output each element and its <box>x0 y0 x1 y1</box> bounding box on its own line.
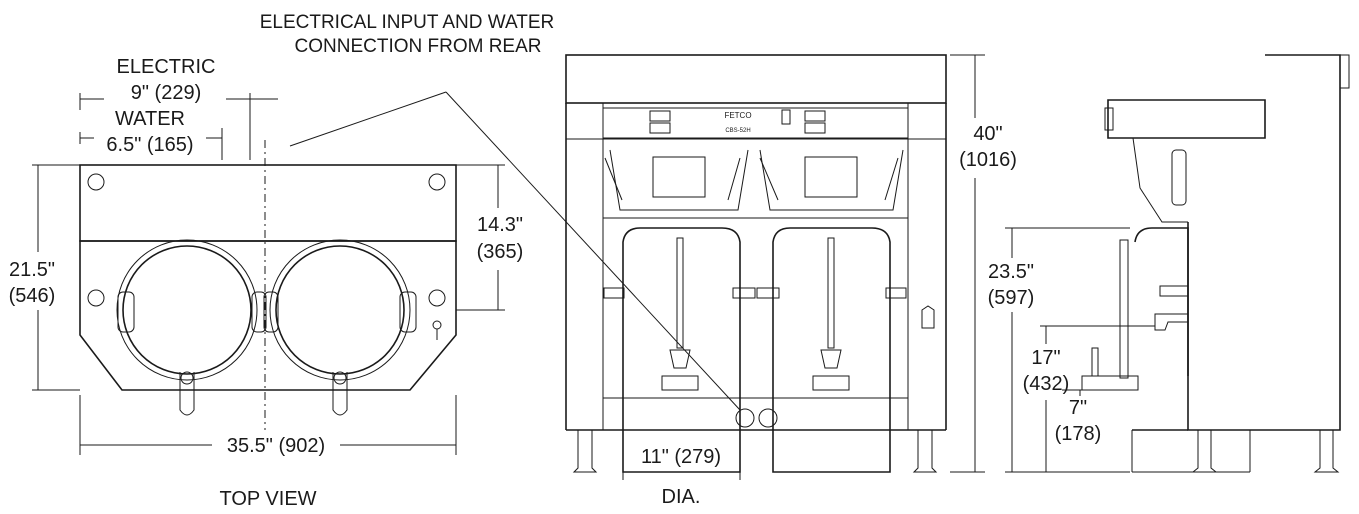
conn-dimension-mm: (365) <box>477 241 524 263</box>
faucet-left-front <box>669 349 691 369</box>
water-label: WATER <box>115 108 185 130</box>
brew-basket-left-handles <box>604 157 741 201</box>
panel-button-3 <box>804 110 826 122</box>
switch-knob <box>432 320 442 330</box>
side-top-cap <box>1339 54 1350 89</box>
panel-model: CBS-52H <box>725 128 750 134</box>
panel-button-2 <box>649 122 671 134</box>
side-dispenser <box>1134 227 1189 376</box>
clip-3 <box>756 287 780 299</box>
clip-1 <box>603 287 625 299</box>
leg-front-right <box>912 430 938 473</box>
width-dimension: 35.5" (902) <box>227 435 325 457</box>
faucet-left-knob <box>180 371 194 385</box>
front-top-housing <box>565 54 947 104</box>
handle-right-1 <box>263 291 279 333</box>
side-leg-rear <box>1313 430 1340 473</box>
h3-dimension-mm: (178) <box>1055 423 1102 445</box>
front-view: FETCO CBS-52H <box>565 54 985 480</box>
rear-port-1 <box>735 408 755 428</box>
side-faucet <box>1154 313 1189 331</box>
dispenser-right-top <box>275 245 405 375</box>
faucet-right-top <box>332 372 348 416</box>
side-sight-gauge <box>1119 239 1129 379</box>
dispenser-right-rim <box>269 239 411 381</box>
dispenser-left-front <box>622 227 741 473</box>
side-brew-basket <box>1132 137 1188 223</box>
electrical-input-label-1: ELECTRICAL INPUT AND WATER <box>260 12 555 33</box>
side-leg-front <box>1191 430 1218 473</box>
faucet-left-handle <box>661 375 699 391</box>
dispenser-right-front <box>772 227 891 473</box>
power-switch <box>781 109 791 125</box>
h1-dimension-mm: (597) <box>988 287 1035 309</box>
h2-dimension-in: 17" <box>1031 347 1060 369</box>
top-view-title: TOP VIEW <box>219 488 316 510</box>
height-dimension-mm: (1016) <box>959 149 1017 171</box>
top-view-hole-3 <box>87 289 105 307</box>
electric-dimension: 9" (229) <box>131 82 201 104</box>
dispenser-left-rim <box>116 239 258 381</box>
brew-basket-left-window <box>652 156 706 198</box>
top-view <box>32 91 741 455</box>
faucet-left-top <box>179 372 195 416</box>
side-body <box>1187 54 1341 431</box>
clip-4 <box>885 287 907 299</box>
brew-basket-right-handles <box>759 157 899 201</box>
electric-label: ELECTRIC <box>117 56 216 78</box>
handle-left-2 <box>251 291 267 333</box>
brew-basket-right <box>759 149 904 211</box>
faucet-right-handle <box>812 375 850 391</box>
sight-gauge-left <box>676 237 684 349</box>
brew-basket-right-window <box>804 156 858 198</box>
side-faucet-handle <box>1081 375 1139 391</box>
panel-brand: FETCO <box>724 111 751 120</box>
side-view <box>1005 54 1350 473</box>
height-dimension-in: 40" <box>973 123 1002 145</box>
side-panel-knob <box>1104 107 1114 131</box>
faucet-right-knob <box>333 371 347 385</box>
depth-dimension-mm: (546) <box>9 285 56 307</box>
panel-button-1 <box>649 110 671 122</box>
depth-dimension-in: 21.5" <box>9 259 55 281</box>
water-dimension: 6.5" (165) <box>106 134 193 156</box>
side-faucet-lever <box>1091 347 1099 377</box>
dispenser-left-top <box>122 245 252 375</box>
handle-left-1 <box>117 291 135 333</box>
side-switch <box>921 305 935 329</box>
leg-front-left <box>572 430 598 473</box>
h1-dimension-in: 23.5" <box>988 261 1034 283</box>
conn-dimension-in: 14.3" <box>477 214 523 236</box>
rear-port-2 <box>758 408 778 428</box>
rear-connection-leader <box>289 91 447 147</box>
brew-basket-left <box>609 149 749 211</box>
side-lid-handle <box>1159 285 1189 297</box>
h3-dimension-in: 7" <box>1069 397 1087 419</box>
side-head <box>1107 99 1266 139</box>
h2-dimension-mm: (432) <box>1023 373 1070 395</box>
control-panel <box>602 107 909 139</box>
rear-connection-leader-2 <box>445 91 741 411</box>
top-view-housing <box>79 164 457 242</box>
faucet-right-front <box>820 349 842 369</box>
top-view-hole-1 <box>87 173 105 191</box>
base-dia-dimension: 11" (279) <box>641 446 721 468</box>
clip-2 <box>732 287 756 299</box>
top-view-base-outline <box>79 240 457 391</box>
dia-label: DIA. <box>662 486 701 508</box>
control-panel-band <box>565 102 947 140</box>
sight-gauge-right <box>827 237 835 349</box>
handle-right-2 <box>399 291 417 333</box>
panel-button-4 <box>804 122 826 134</box>
top-view-hole-2 <box>428 173 446 191</box>
electrical-input-label-2: CONNECTION FROM REAR <box>295 36 542 57</box>
side-basket-handle <box>1171 149 1187 206</box>
top-view-hole-4 <box>428 289 446 307</box>
